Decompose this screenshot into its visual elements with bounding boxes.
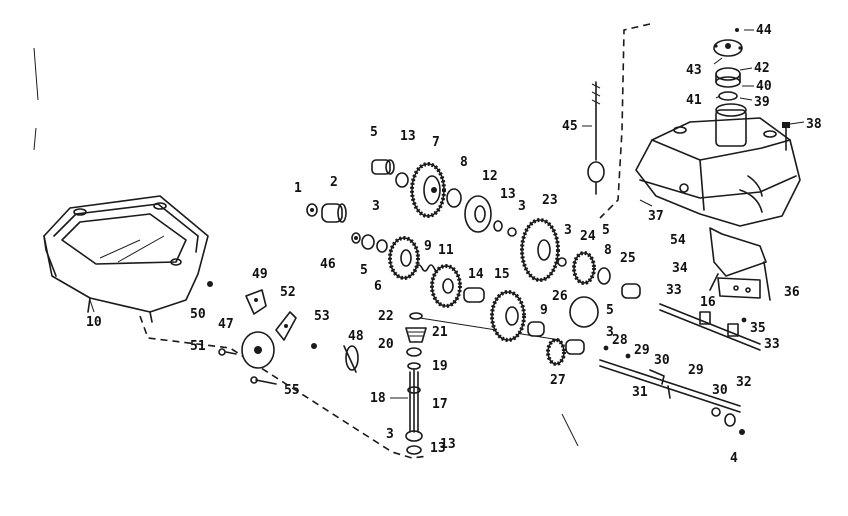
bolt [782,122,790,151]
hub-8 [446,188,462,208]
label-14: 14 [468,267,484,282]
label-25: 25 [620,251,636,266]
left-shaft-parts [306,159,409,253]
gear-23 [520,218,560,282]
label-3: 3 [386,427,394,442]
label-50: 50 [190,307,206,322]
label-36: 36 [784,285,800,300]
label-33: 33 [666,283,682,298]
label-26: 26 [552,289,568,304]
label-13: 13 [500,187,516,202]
gear-12 [464,195,492,233]
right-shaft-parts [599,227,771,435]
gear-24 [572,251,596,285]
label-4: 4 [730,451,738,466]
label-13: 13 [440,437,456,452]
center-shaft-assembly [390,312,427,455]
label-8: 8 [604,243,612,258]
label-52: 52 [280,285,296,300]
label-10: 10 [86,315,102,330]
lower-housing [43,195,209,323]
label-9: 9 [540,303,548,318]
label-47: 47 [218,317,234,332]
left-linkage-parts [207,281,359,385]
label-3: 3 [564,223,572,238]
label-23: 23 [542,193,558,208]
label-13: 13 [430,441,446,456]
gear-11 [430,264,462,308]
upper-housing [635,103,801,227]
label-43: 43 [686,63,702,78]
label-5: 5 [606,303,614,318]
top-bearing-stack [713,28,754,101]
label-28: 28 [612,333,628,348]
label-33: 33 [764,337,780,352]
label-32: 32 [736,375,752,390]
label-12: 12 [482,169,498,184]
label-18: 18 [370,391,386,406]
gear-7 [410,162,446,218]
label-51: 51 [190,339,206,354]
label-45: 45 [562,119,578,134]
label-5: 5 [602,223,610,238]
label-24: 24 [580,229,596,244]
leader-lines [89,29,805,313]
label-41: 41 [686,93,702,108]
label-29: 29 [634,343,650,358]
label-46: 46 [320,257,336,272]
label-37: 37 [648,209,664,224]
label-42: 42 [754,61,770,76]
label-5: 5 [370,125,378,140]
gear-15 [490,290,526,342]
label-3: 3 [518,199,526,214]
label-6: 6 [374,279,382,294]
label-16: 16 [700,295,716,310]
label-53: 53 [314,309,330,324]
label-49: 49 [252,267,268,282]
part-labels: 1 2 3 3 3 3 3 4 5 5 5 5 6 7 8 8 9 9 10 1… [86,23,822,466]
label-27: 27 [550,373,566,388]
label-3: 3 [606,325,614,340]
label-20: 20 [378,337,394,352]
label-2: 2 [330,175,338,190]
label-30: 30 [712,383,728,398]
label-54: 54 [670,233,686,248]
label-5: 5 [360,263,368,278]
label-3: 3 [372,199,380,214]
label-7: 7 [432,135,440,150]
label-48: 48 [348,329,364,344]
shift-rod [587,81,605,195]
assembly-line-top [599,23,651,219]
label-17: 17 [432,397,448,412]
label-34: 34 [672,261,688,276]
label-19: 19 [432,359,448,374]
label-21: 21 [432,325,448,340]
label-13: 13 [400,129,416,144]
label-31: 31 [632,385,648,400]
bushing-14 [463,287,485,303]
label-15: 15 [494,267,510,282]
label-35: 35 [750,321,766,336]
label-40: 40 [756,79,772,94]
label-9: 9 [424,239,432,254]
label-29: 29 [688,363,704,378]
o-ring-26 [569,296,599,328]
label-44: 44 [756,23,772,38]
label-30: 30 [654,353,670,368]
gear-27 [546,338,566,366]
label-11: 11 [438,243,454,258]
label-38: 38 [806,117,822,132]
label-39: 39 [754,95,770,110]
label-1: 1 [294,181,302,196]
label-55: 55 [284,383,300,398]
label-22: 22 [378,309,394,324]
label-8: 8 [460,155,468,170]
gear-6 [388,236,420,280]
